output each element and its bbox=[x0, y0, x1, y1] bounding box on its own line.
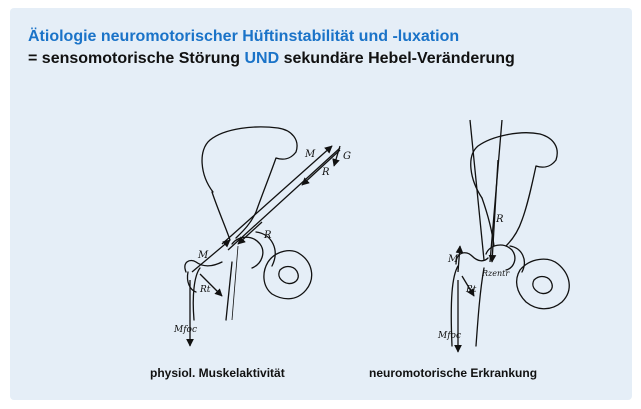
label-mfoc: Mfoc bbox=[173, 325, 197, 335]
left-line-m-top bbox=[222, 146, 332, 244]
caption-physiological: physiol. Muskelaktivität bbox=[150, 366, 285, 380]
right-force-vectors bbox=[458, 120, 502, 352]
label-m-top: M bbox=[304, 149, 316, 160]
left-axis bbox=[232, 246, 238, 320]
label-r: R bbox=[495, 214, 504, 225]
label-r-top: R bbox=[321, 167, 330, 178]
left-obturator bbox=[279, 267, 298, 284]
caption-neuromotor: neuromotorische Erkrankung bbox=[369, 366, 537, 380]
right-line-left bbox=[470, 120, 484, 260]
label-r-mid: R bbox=[263, 230, 272, 241]
label-m-left: M bbox=[197, 250, 209, 261]
label-rzentr: Rzentr bbox=[481, 269, 510, 278]
label-rt: Rt bbox=[199, 285, 211, 295]
right-vector-m bbox=[458, 246, 460, 272]
right-hip-drawing bbox=[451, 133, 569, 346]
label-mfoc: Mfoc bbox=[437, 331, 461, 341]
left-force-vectors bbox=[190, 146, 340, 346]
left-vector-g bbox=[334, 146, 340, 166]
right-labels: R Rzentr M Rt Mfoc bbox=[437, 214, 510, 341]
label-g: G bbox=[343, 151, 351, 162]
label-rt: Rt bbox=[465, 285, 477, 295]
label-m: M bbox=[447, 254, 459, 265]
left-labels: M G R R M Rt Mfoc bbox=[173, 149, 351, 335]
left-line-long bbox=[228, 148, 340, 250]
right-ilium bbox=[471, 133, 557, 246]
right-obturator bbox=[533, 277, 552, 294]
left-ischium bbox=[264, 251, 312, 299]
right-vector-r bbox=[492, 160, 498, 262]
left-ilium bbox=[202, 127, 297, 238]
left-ilium-inner bbox=[212, 192, 230, 240]
